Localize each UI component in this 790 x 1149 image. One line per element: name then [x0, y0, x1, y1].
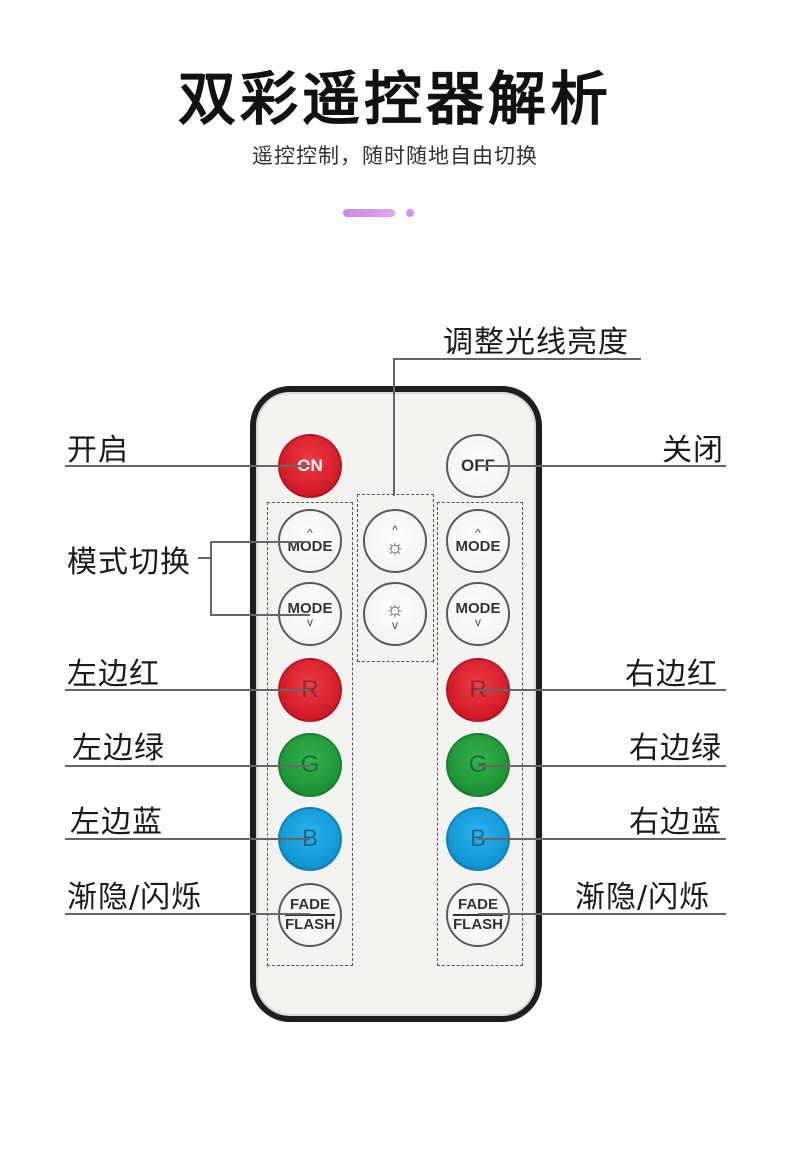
- chevron-down-icon: v: [475, 614, 481, 629]
- decorative-accent-bar: [343, 209, 395, 217]
- fade-flash-divider: [285, 914, 335, 916]
- blue-button-letter: B: [469, 825, 486, 852]
- callout-line-mode-label: [198, 557, 212, 559]
- label-mode-switch: 模式切换: [67, 545, 191, 580]
- label-left-blue: 左边蓝: [70, 805, 163, 840]
- callout-line-off: [478, 465, 726, 467]
- flash-label: FLASH: [285, 915, 335, 933]
- callout-line-on: [65, 465, 310, 467]
- label-right-blue: 右边蓝: [629, 805, 722, 840]
- right-fade-flash-button[interactable]: FADE FLASH: [446, 883, 510, 947]
- callout-line-left-blue: [65, 838, 310, 840]
- fade-flash-divider: [453, 914, 503, 916]
- callout-line-mode-vert: [210, 541, 212, 616]
- sun-icon: ☼: [384, 533, 406, 559]
- callout-line-left-fade: [65, 913, 310, 915]
- brightness-down-button[interactable]: ☼ v: [363, 582, 427, 646]
- callout-line-mode-top: [210, 541, 310, 543]
- left-button-group: [267, 502, 353, 966]
- brightness-button-group: [357, 494, 434, 662]
- callout-line-right-blue: [478, 838, 726, 840]
- callout-line-left-red: [65, 689, 310, 691]
- red-button-letter: R: [301, 676, 319, 703]
- label-on: 开启: [67, 433, 129, 468]
- label-right-green: 右边绿: [629, 731, 722, 766]
- callout-line-brightness-h: [393, 358, 641, 360]
- chevron-up-icon: ^: [475, 525, 481, 540]
- mode-label: MODE: [287, 599, 333, 617]
- fade-label: FADE: [457, 896, 498, 914]
- right-button-group: [437, 502, 523, 966]
- fade-label: FADE: [289, 896, 330, 914]
- sun-icon: ☼: [384, 595, 406, 621]
- label-left-fade-flash: 渐隐/闪烁: [67, 880, 203, 915]
- flash-label: FLASH: [453, 915, 503, 933]
- on-button-label: ON: [297, 456, 323, 475]
- label-brightness: 调整光线亮度: [443, 325, 629, 360]
- right-mode-down-button[interactable]: MODE v: [446, 582, 510, 646]
- callout-line-mode-bottom: [210, 614, 310, 616]
- label-off: 关闭: [662, 433, 724, 468]
- green-button-letter: G: [469, 751, 488, 779]
- callout-line-right-red: [478, 689, 726, 691]
- label-left-green: 左边绿: [72, 731, 165, 766]
- chevron-up-icon: ^: [307, 525, 313, 540]
- chevron-down-icon: v: [307, 614, 313, 629]
- green-button-letter: G: [301, 751, 320, 779]
- chevron-up-icon: ^: [392, 522, 398, 537]
- left-fade-flash-button[interactable]: FADE FLASH: [278, 883, 342, 947]
- label-right-fade-flash: 渐隐/闪烁: [575, 880, 711, 915]
- page-title: 双彩遥控器解析: [177, 65, 612, 133]
- callout-line-brightness-v: [393, 358, 395, 496]
- chevron-down-icon: v: [392, 617, 398, 632]
- callout-line-right-green: [478, 765, 726, 767]
- page-subtitle: 遥控控制，随时随地自由切换: [252, 144, 538, 168]
- mode-label: MODE: [455, 537, 501, 555]
- callout-line-right-fade: [478, 913, 726, 915]
- mode-label: MODE: [455, 599, 501, 617]
- brightness-up-button[interactable]: ^ ☼: [363, 509, 427, 573]
- decorative-accent-dot: [406, 209, 414, 217]
- label-left-red: 左边红: [67, 657, 160, 692]
- callout-line-left-green: [65, 765, 310, 767]
- label-right-red: 右边红: [625, 657, 718, 692]
- right-mode-up-button[interactable]: ^ MODE: [446, 509, 510, 573]
